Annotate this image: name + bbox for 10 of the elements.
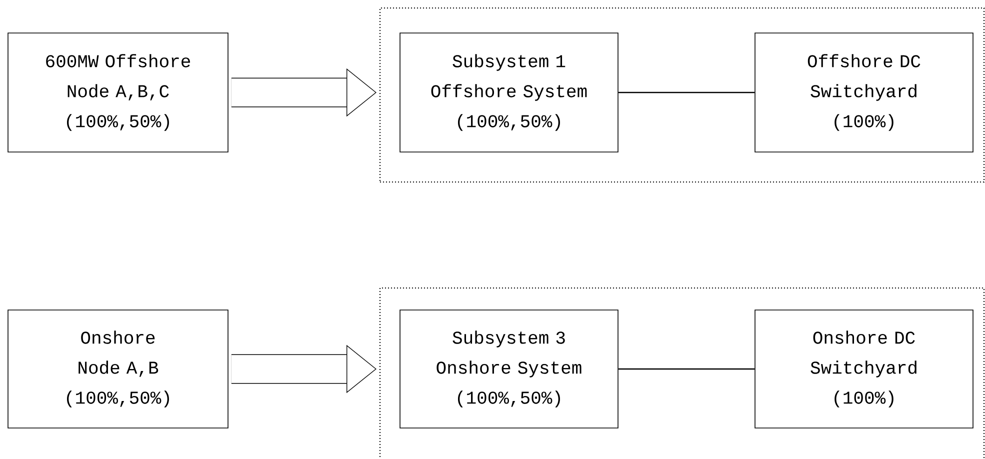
system-box: Subsystem 1 Offshore System (100%,50%) [400, 32, 618, 152]
system-box: Offshore DC Switchyard (100%) [754, 32, 974, 152]
system-box: Subsystem 3 Onshore System (100%,50%) [400, 310, 618, 428]
dotted-frame [380, 8, 984, 182]
connector-line [618, 368, 755, 370]
system-box: Onshore DC Switchyard (100%) [754, 310, 974, 428]
system-box: 600MW Offshore Node A,B,C (100%,50%) [8, 32, 228, 152]
system-box: Onshore Node A,B (100%,50%) [8, 310, 228, 428]
dotted-frame [380, 288, 984, 459]
connector-line [618, 92, 755, 94]
